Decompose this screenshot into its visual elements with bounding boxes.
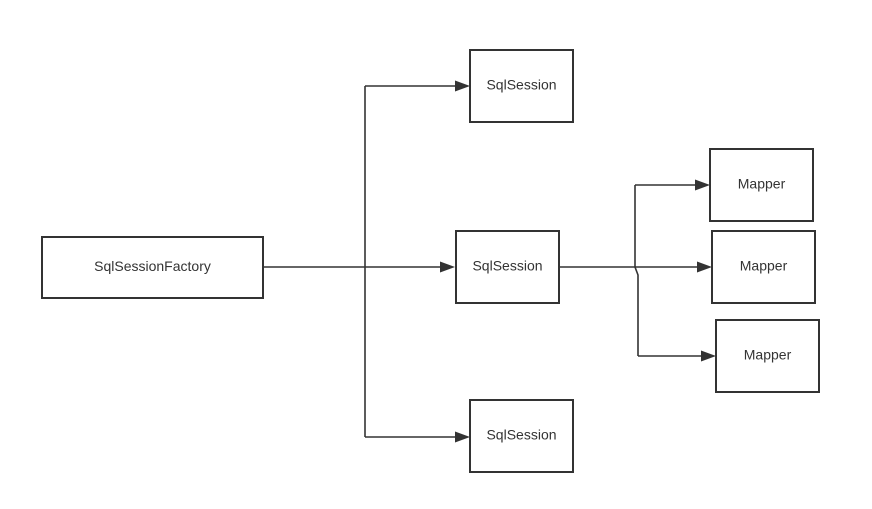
node-mapper-bottom-label: Mapper: [744, 347, 792, 363]
session-branch-vertical-line-lower: [634, 266, 639, 356]
node-mapper-bottom-box: [715, 319, 820, 393]
node-mapper-middle-box: [711, 230, 816, 304]
node-mapper-top-label: Mapper: [738, 176, 786, 192]
node-sqlsession-bottom: SqlSession: [469, 399, 574, 473]
node-sqlsession-middle-box: [455, 230, 560, 304]
session-connectors: [559, 179, 716, 362]
arrow-head-mapper-bottom: [701, 350, 716, 362]
node-sqlsession-bottom-label: SqlSession: [486, 427, 556, 443]
node-sqlsession-middle: SqlSession: [455, 230, 560, 304]
node-sqlsessionfactory: SqlSessionFactory: [41, 236, 264, 299]
node-sqlsession-middle-label: SqlSession: [472, 258, 542, 274]
arrow-head-mapper-top: [695, 179, 710, 191]
node-mapper-top: Mapper: [709, 148, 814, 222]
arrow-head-session-top: [455, 80, 470, 92]
node-sqlsession-top-label: SqlSession: [486, 77, 556, 93]
node-sqlsessionfactory-label: SqlSessionFactory: [94, 258, 211, 274]
node-mapper-top-box: [709, 148, 814, 222]
node-sqlsessionfactory-box: [41, 236, 264, 299]
arrow-head-session-middle: [440, 261, 455, 273]
node-sqlsession-top-box: [469, 49, 574, 123]
node-mapper-middle-label: Mapper: [740, 258, 788, 274]
node-mapper-bottom: Mapper: [715, 319, 820, 393]
node-sqlsession-bottom-box: [469, 399, 574, 473]
factory-connectors: [263, 80, 470, 443]
node-sqlsession-top: SqlSession: [469, 49, 574, 123]
arrow-head-mapper-middle: [697, 261, 712, 273]
arrow-head-session-bottom: [455, 431, 470, 443]
node-mapper-middle: Mapper: [711, 230, 816, 304]
